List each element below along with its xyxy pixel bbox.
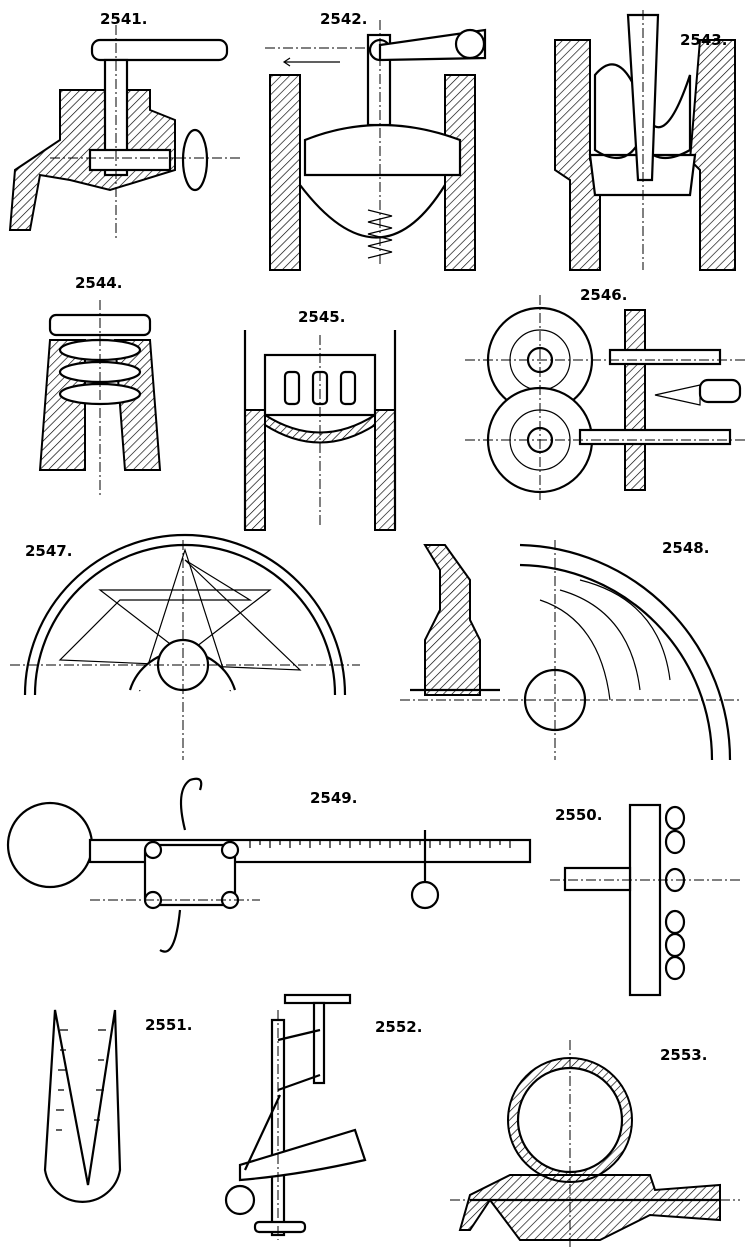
figure-label-2553: 2553. xyxy=(660,1046,707,1064)
figure-label-2549: 2549. xyxy=(310,789,357,807)
figure-label-2550: 2550. xyxy=(555,806,602,824)
figure-2549-steelyard xyxy=(6,777,532,953)
figure-2545-cage-valve xyxy=(243,330,397,531)
figure-2541-tap xyxy=(8,25,240,240)
figure-label-2545: 2545. xyxy=(298,308,345,326)
figure-label-2542: 2542. xyxy=(320,10,367,28)
figure-label-2547: 2547. xyxy=(25,542,72,560)
figure-label-2543: 2543. xyxy=(680,31,727,49)
figure-label-2546: 2546. xyxy=(580,286,627,304)
figure-2542-spring-valve xyxy=(265,20,487,271)
figure-2552-scale xyxy=(224,993,367,1240)
figure-2550-disc-with-buckets xyxy=(550,803,740,997)
figure-label-2552: 2552. xyxy=(375,1018,422,1036)
figure-2546-bevel-wheels xyxy=(465,295,745,500)
figure-2544-screw-cap xyxy=(38,300,162,495)
figure-label-2544: 2544. xyxy=(75,274,122,292)
figure-label-2548: 2548. xyxy=(662,539,709,557)
figure-2543-packing xyxy=(554,10,736,271)
figure-2548-turbine-wheel xyxy=(400,540,740,761)
figure-2551-gauge xyxy=(43,1009,122,1203)
figure-label-2541: 2541. xyxy=(100,10,147,28)
figure-2547-wheel-star xyxy=(10,533,360,760)
figure-label-2551: 2551. xyxy=(145,1016,192,1034)
figure-2553-pipe-tap xyxy=(450,1040,740,1247)
